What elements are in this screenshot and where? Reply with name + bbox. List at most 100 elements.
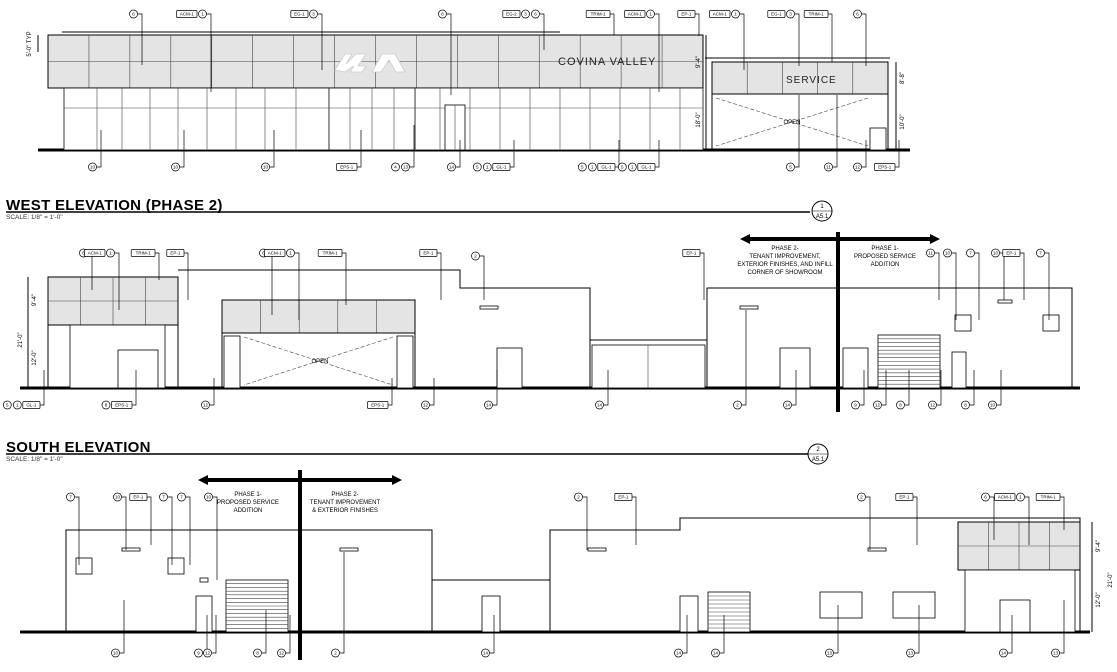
material-keynote-tag[interactable]: 12 bbox=[873, 370, 887, 410]
material-keynote-tag[interactable]: 2 bbox=[857, 492, 871, 550]
material-keynote-tag[interactable]: 7 bbox=[966, 248, 980, 320]
material-keynote-tag[interactable]: 6 bbox=[981, 492, 995, 540]
material-keynote-tag[interactable]: EP-1 bbox=[677, 10, 700, 37]
material-keynote-tag[interactable]: 14 bbox=[783, 370, 797, 410]
material-keynote-tag[interactable]: 6 bbox=[853, 9, 867, 66]
leader-line bbox=[388, 378, 393, 406]
material-keynote-tag[interactable]: 12 bbox=[853, 140, 867, 172]
material-keynote-tag[interactable]: 14 bbox=[595, 370, 609, 410]
material-keynote-tag[interactable]: EP-1 bbox=[682, 249, 705, 301]
detail-sheet[interactable]: A5.1 bbox=[812, 457, 825, 463]
tag-label: EP-1 bbox=[1006, 251, 1017, 256]
tag-label: 5 bbox=[621, 165, 624, 170]
material-keynote-tag[interactable]: 10 bbox=[171, 130, 185, 172]
material-keynote-tag[interactable]: 10 bbox=[943, 248, 957, 320]
material-keynote-tag[interactable]: 14 bbox=[481, 615, 495, 658]
material-keynote-tag[interactable]: 2 bbox=[574, 492, 588, 550]
material-keynote-tag[interactable]: TRIM-1 bbox=[585, 10, 615, 36]
material-keynote-tag[interactable]: EPS-1 bbox=[367, 378, 393, 409]
leader-line bbox=[935, 252, 940, 300]
keynote-circle bbox=[447, 162, 456, 172]
material-keynote-tag[interactable]: 8 bbox=[896, 370, 910, 410]
material-keynote-tag[interactable]: EP-1 bbox=[419, 249, 442, 301]
material-keynote-tag[interactable]: 5 bbox=[786, 95, 800, 172]
material-keynote-tag[interactable]: 14 bbox=[999, 615, 1013, 658]
material-keynote-tag[interactable]: 12 bbox=[421, 378, 435, 410]
material-keynote-tag[interactable]: 7 bbox=[1036, 248, 1050, 320]
detail-number[interactable]: 1 bbox=[820, 204, 824, 210]
detail-sheet[interactable]: A5.1 bbox=[816, 214, 829, 220]
material-keynote-tag[interactable]: 2 bbox=[331, 552, 345, 658]
material-keynote-tag[interactable]: 10 bbox=[988, 370, 1002, 410]
tag-label: 10 bbox=[206, 495, 212, 500]
material-keynote-tag[interactable]: 12 bbox=[277, 615, 291, 658]
keynote-circle bbox=[825, 648, 834, 658]
material-keynote-tag[interactable]: 13 bbox=[1051, 600, 1065, 658]
material-keynote-tag[interactable]: 14 bbox=[447, 140, 461, 172]
material-keynote-tag[interactable]: EP-1 bbox=[614, 493, 637, 546]
material-keynote-tag[interactable]: 6 bbox=[129, 9, 143, 65]
material-keynote-tag[interactable]: 9 bbox=[851, 370, 865, 410]
leader-line bbox=[357, 130, 362, 168]
material-keynote-tag[interactable]: 2 bbox=[471, 251, 485, 300]
material-keynote-tag[interactable]: 6 bbox=[438, 9, 452, 95]
keynote-circle bbox=[574, 492, 583, 502]
phase-1-note: PHASE 1- PROPOSED SERVICE ADDITION bbox=[217, 492, 279, 514]
material-keynote-tag[interactable]: 13 bbox=[825, 605, 839, 658]
material-keynote-tag[interactable]: 10 bbox=[111, 600, 125, 658]
material-keynote-tag[interactable]: EP-1 bbox=[129, 493, 152, 546]
keynote-circle bbox=[521, 9, 530, 19]
keynote-circle bbox=[421, 400, 430, 410]
material-keynote-tag[interactable]: 12 bbox=[203, 615, 217, 658]
material-keynote-tag[interactable]: 12 bbox=[201, 378, 215, 410]
material-keynote-tag[interactable]: 10 bbox=[88, 130, 102, 172]
material-keynote-tag[interactable]: TRIM-1 bbox=[803, 10, 833, 63]
keynote-circle bbox=[159, 492, 168, 502]
material-keynote-tag[interactable]: TRIM-1 bbox=[1035, 493, 1065, 531]
material-keynote-tag[interactable]: 8 bbox=[961, 370, 975, 410]
material-keynote-tag[interactable]: 10 bbox=[991, 248, 1005, 300]
material-keynote-tag[interactable]: 7 bbox=[177, 492, 191, 565]
tag-label: 6 bbox=[534, 12, 537, 17]
material-keynote-tag[interactable]: 11 bbox=[824, 95, 838, 172]
material-keynote-tag[interactable]: EPS-1 bbox=[336, 130, 362, 171]
tag-label: 8 bbox=[899, 403, 902, 408]
material-keynote-tag[interactable]: 13 bbox=[906, 605, 920, 658]
material-keynote-tag[interactable]: EP-1 bbox=[1002, 249, 1025, 301]
material-keynote-tag[interactable]: 10 bbox=[261, 130, 275, 172]
material-keynote-tag[interactable]: EP-1 bbox=[166, 249, 189, 301]
material-keynote-tag[interactable]: 2 bbox=[733, 310, 747, 410]
material-keynote-tag[interactable]: 7 bbox=[66, 492, 80, 565]
material-keynote-tag[interactable]: 8 bbox=[253, 610, 267, 658]
leader-line bbox=[186, 496, 191, 565]
material-keynote-tag[interactable]: TRIM-1 bbox=[130, 249, 160, 281]
detail-number[interactable]: 2 bbox=[816, 447, 820, 453]
material-keynote-tag[interactable]: 10 bbox=[204, 492, 218, 580]
material-keynote-tag[interactable]: EP-1 bbox=[895, 493, 918, 546]
material-keynote-tag[interactable]: 14 bbox=[484, 370, 498, 410]
material-keynote-tag[interactable]: 14 bbox=[711, 615, 725, 658]
material-keynote-tag[interactable]: EPS-1 bbox=[874, 140, 900, 171]
material-keynote-tag[interactable]: 12 bbox=[928, 370, 942, 410]
material-keynote-tag[interactable]: 7 bbox=[159, 492, 173, 565]
material-keynote-tag[interactable]: TRIM-1 bbox=[317, 249, 347, 306]
svg-text:9'-4": 9'-4" bbox=[32, 294, 38, 306]
material-keynote-tag[interactable]: 14 bbox=[674, 615, 688, 658]
material-keynote-tag[interactable]: 10 bbox=[113, 492, 127, 550]
material-keynote-tag[interactable]: 11 bbox=[926, 248, 940, 300]
